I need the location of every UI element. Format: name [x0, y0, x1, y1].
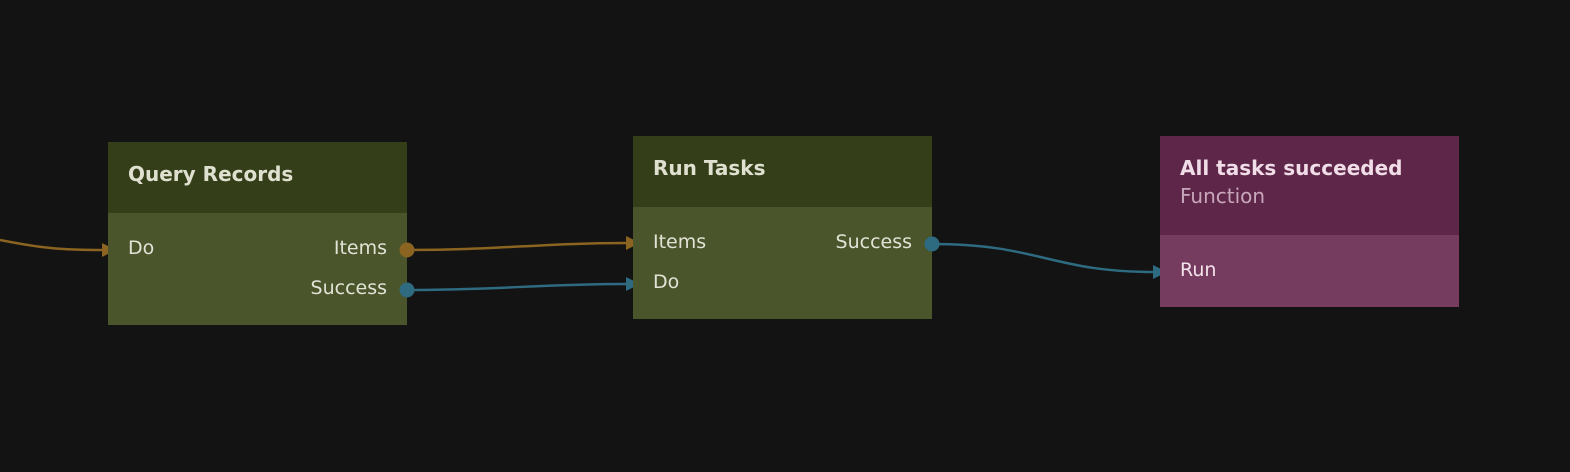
input-port-items[interactable]: Items [653, 231, 707, 253]
output-port-success[interactable]: Success [835, 231, 912, 253]
wire-incoming-do[interactable] [0, 238, 105, 252]
output-port-success[interactable]: Success [310, 277, 387, 299]
input-port-run[interactable]: Run [1180, 259, 1217, 281]
wire-items-to-items[interactable] [406, 241, 629, 252]
wire-success-to-do[interactable] [406, 282, 629, 292]
node-header: All tasks succeeded Function [1160, 136, 1459, 235]
node-all-tasks-succeeded[interactable]: All tasks succeeded Function Run [1160, 136, 1459, 307]
wire-success-to-run[interactable] [931, 242, 1156, 274]
input-port-do[interactable]: Do [128, 237, 155, 259]
node-title: Run Tasks [633, 136, 932, 207]
input-port-do[interactable]: Do [653, 271, 680, 293]
node-title: All tasks succeeded [1180, 156, 1403, 180]
output-port-items[interactable]: Items [333, 237, 387, 259]
node-run-tasks[interactable]: Run Tasks Items Do Success [633, 136, 932, 319]
node-title: Query Records [108, 142, 407, 213]
node-subtitle: Function [1180, 184, 1266, 208]
node-query-records[interactable]: Query Records Do Items Success [108, 142, 407, 325]
